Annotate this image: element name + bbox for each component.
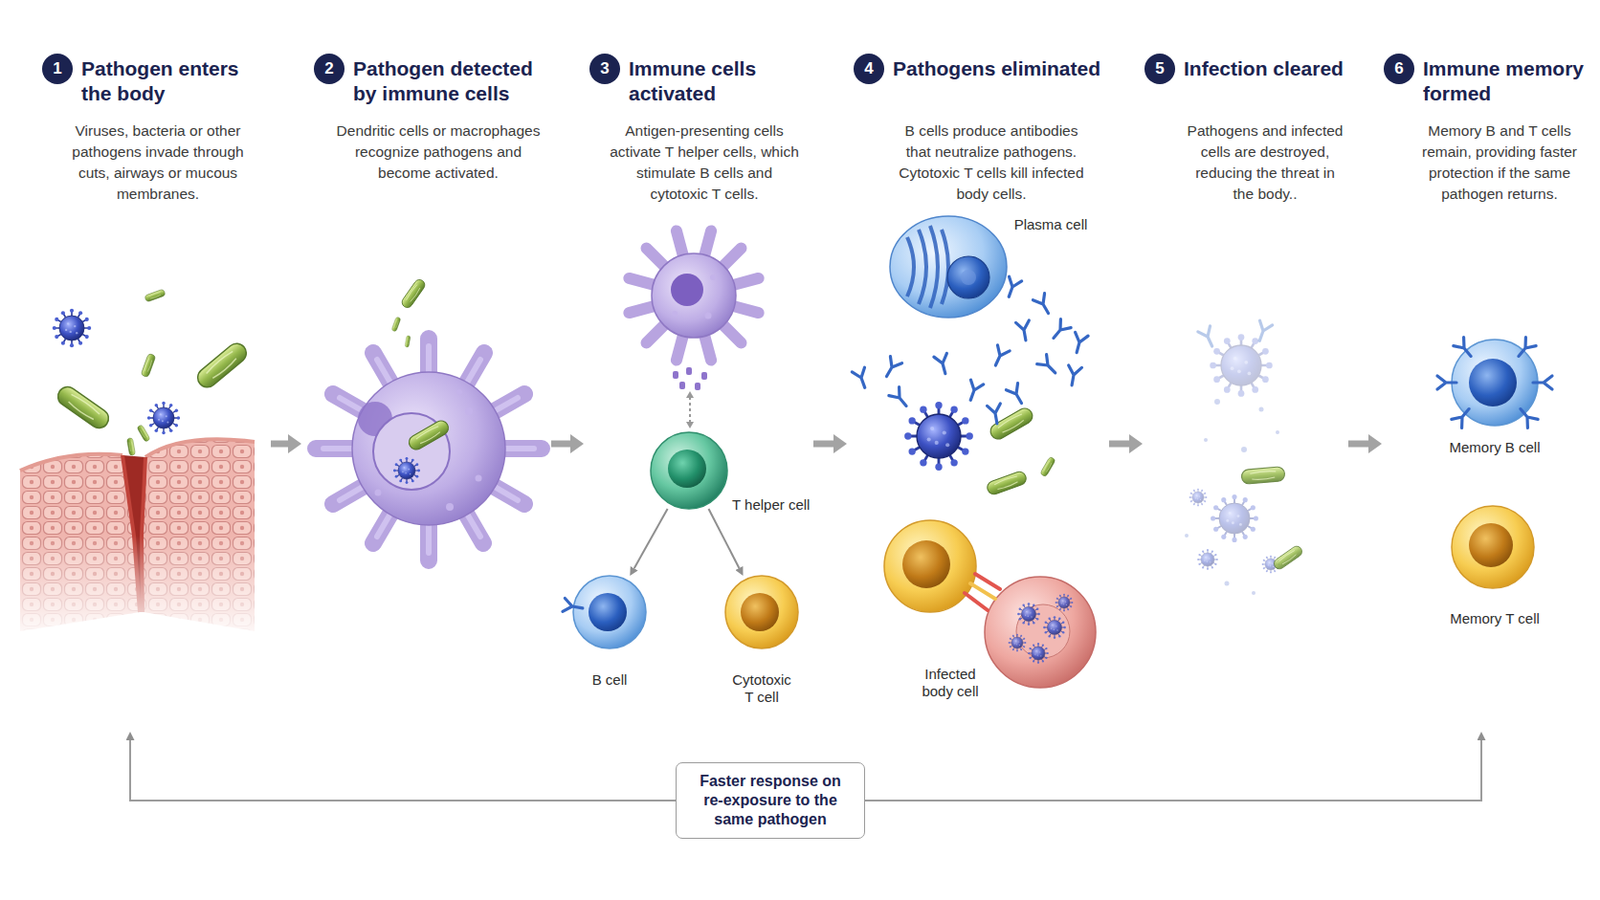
cell-killing <box>884 520 1096 689</box>
step-column: 1Pathogen enters the bodyViruses, bacter… <box>19 47 271 733</box>
step-column: 6Immune memory formedMemory B and T cell… <box>1381 47 1595 733</box>
cell-label-holder: Plasma cell <box>1014 216 1089 234</box>
flow-arrow <box>551 441 571 448</box>
step-description-holder: Dendritic cells or macrophages recognize… <box>331 120 547 184</box>
step-heading: Pathogen detected by immune cells <box>353 56 550 107</box>
step-header: 1Pathogen enters the body <box>42 56 245 107</box>
flow-arrow <box>813 441 834 448</box>
cell-label: Memory T cell <box>1449 610 1540 628</box>
cell-node: Plasma cell <box>889 216 1007 318</box>
step-description-holder: Viruses, bacteria or other pathogens inv… <box>65 120 252 205</box>
cell-label-holder: Memory T cell <box>1449 610 1540 628</box>
cell-label-holder: B cell <box>592 671 628 689</box>
step-number: 2 <box>313 53 345 85</box>
step-header: 2Pathogen detected by immune cells <box>313 56 550 107</box>
cell-node: T helper cell <box>650 432 728 510</box>
cell-label: Infected body cell <box>911 666 989 701</box>
step-description-holder: B cells produce antibodies that neutrali… <box>893 120 1090 205</box>
cell-label: Memory B cell <box>1448 439 1540 457</box>
step-description: Antigen-presenting cells activate T help… <box>606 120 803 205</box>
antigen-presenting-cell <box>628 230 758 429</box>
cell-label-holder: Cytotoxic T cell <box>729 671 795 707</box>
step-column: 4 Pathogens eliminated B cells produce ant… <box>846 47 1110 733</box>
reexposure-arrow <box>865 740 1482 801</box>
step-description: Viruses, bacteria or other pathogens inv… <box>65 120 252 205</box>
reexposure-arrow <box>130 740 676 801</box>
cell-label: Cytotoxic T cell <box>729 671 795 707</box>
step-heading: Infection cleared <box>1183 56 1344 82</box>
step-header: 4 Pathogens eliminated <box>853 56 1101 85</box>
cell-node: B cell <box>573 576 646 649</box>
cell-label-holder: Infected body cell <box>911 666 989 701</box>
note-text: Faster response on re-exposure to the sa… <box>689 772 851 830</box>
step-description: Dendritic cells or macrophages recognize… <box>331 120 547 184</box>
cell-label: Plasma cell <box>1014 216 1089 234</box>
activation-arrow <box>709 509 740 569</box>
step-description: Memory B and T cells remain, providing f… <box>1413 120 1586 205</box>
step-description-holder: Pathogens and infected cells are destroy… <box>1186 120 1345 205</box>
neutralized-pathogens <box>904 401 1056 497</box>
step-heading: Immune memory formed <box>1422 56 1595 107</box>
memory-b-cell-drawing <box>1437 337 1553 429</box>
flow-arrow <box>1109 441 1130 448</box>
activation-arrow <box>634 509 668 569</box>
cell-node: Memory B cell <box>1451 339 1538 426</box>
step-header: 3Immune cells activated <box>589 56 773 107</box>
skin-tissue <box>0 439 268 644</box>
cell-label: B cell <box>592 671 628 689</box>
step-column: 2Pathogen detected by immune cellsDendri… <box>301 47 552 733</box>
step-number: 5 <box>1144 53 1176 85</box>
plasma-cell-drawing <box>889 216 1007 318</box>
step-header: 6Immune memory formed <box>1383 56 1595 107</box>
b-cell-drawing <box>562 576 646 649</box>
step-number: 3 <box>589 53 621 85</box>
cell-node: Infected body cell <box>984 577 1096 689</box>
step-description: B cells produce antibodies that neutrali… <box>893 120 1090 205</box>
invading-pathogens <box>52 288 251 456</box>
step-heading: Immune cells activated <box>628 56 773 107</box>
step-description-holder: Memory B and T cells remain, providing f… <box>1413 120 1586 205</box>
step-number: 4 <box>853 53 885 85</box>
cell-label: T helper cell <box>732 496 810 514</box>
memory-t-cell-drawing <box>1451 506 1534 589</box>
macrophage <box>315 277 542 561</box>
step-heading: Pathogen enters the body <box>81 56 245 107</box>
t-helper-cell-drawing <box>650 432 728 510</box>
step-description-holder: Antigen-presenting cells activate T help… <box>606 120 803 205</box>
note-box: Faster response on re-exposure to the sa… <box>675 762 866 840</box>
step-header: 5 Infection cleared <box>1144 56 1344 85</box>
step-column: 3Immune cells activatedAntigen-presentin… <box>583 47 814 733</box>
cell-label-holder: T helper cell <box>732 496 810 514</box>
cytotoxic-t-cell-drawing <box>725 576 799 649</box>
step-number: 6 <box>1383 53 1415 85</box>
cleared-debris <box>1184 320 1305 596</box>
cell-node: Cytotoxic T cell <box>725 576 799 649</box>
cell-label-holder: Memory B cell <box>1448 439 1540 457</box>
step-description: Pathogens and infected cells are destroy… <box>1186 120 1345 205</box>
step-heading: Pathogens eliminated <box>892 56 1101 82</box>
antibodies <box>851 276 1089 411</box>
step-number: 1 <box>42 53 73 85</box>
step-column: 5 Infection clearedPathogens and infected… <box>1142 47 1349 733</box>
flow-arrow <box>1348 441 1369 448</box>
flow-arrow <box>270 441 289 448</box>
cell-node: Memory T cell <box>1451 506 1534 589</box>
